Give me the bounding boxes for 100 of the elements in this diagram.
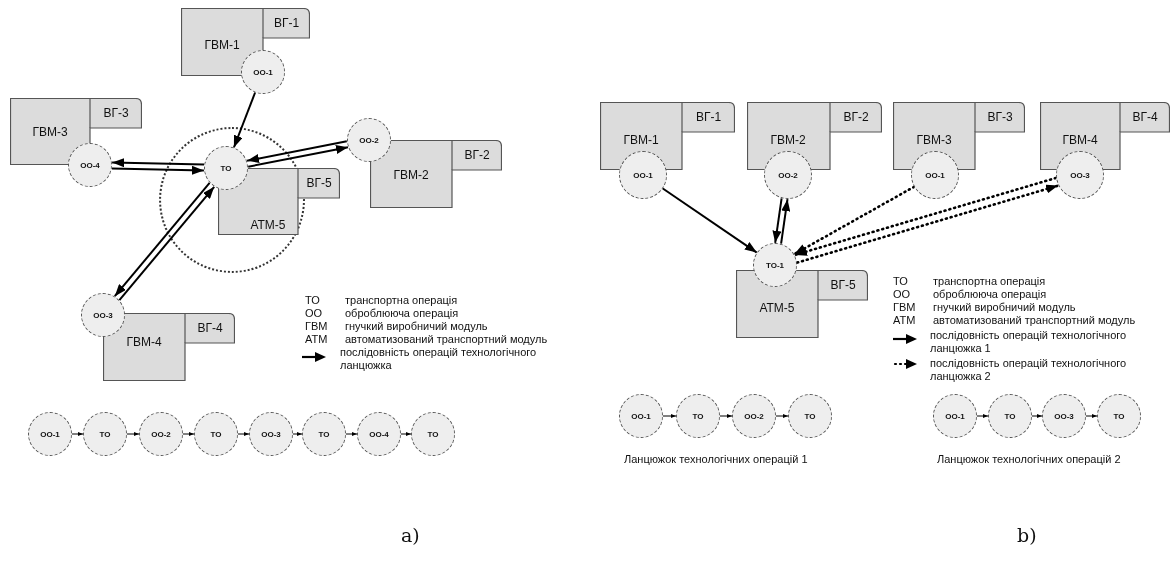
operation-label: ОО-3 (1054, 411, 1074, 421)
operation-label: ТО (99, 429, 111, 439)
module-label: ГВМ-3 (916, 133, 952, 147)
arrow (1031, 414, 1043, 418)
module-label: ГВМ-3 (32, 125, 68, 139)
definition-text: транспортна операція (345, 294, 458, 307)
operation-circle (81, 293, 125, 337)
chain-caption: Ланцюжок технологічних операцій 1 (624, 453, 808, 466)
arrow (71, 432, 84, 436)
operation-label: ТО-1 (766, 260, 784, 270)
arrow (400, 432, 412, 436)
definition-text: автоматизований транспортний модуль (345, 333, 548, 346)
operation-label: ОО-1 (40, 429, 60, 439)
arrow (237, 432, 250, 436)
buffer-label: ВГ-4 (1132, 110, 1158, 124)
definition-text: оброблююча операція (933, 288, 1047, 301)
operation-circle (347, 118, 391, 162)
legend-text: послідовність операцій технологічного ланцюжка (340, 346, 538, 372)
operation-label: ТО (427, 429, 439, 439)
operation-label: ТО (318, 429, 330, 439)
buffer-label: ВГ-3 (987, 110, 1013, 124)
operation-circle (676, 394, 720, 438)
module-shape (747, 102, 882, 170)
abbreviation: АТМ (893, 314, 916, 327)
module-label: ГВМ-2 (393, 168, 429, 182)
chain-caption: Ланцюжок технологічних операцій 2 (937, 453, 1121, 466)
operation-label: ОО-3 (93, 310, 113, 320)
arrow (772, 197, 783, 244)
operation-label: ОО-4 (369, 429, 389, 439)
operation-label: ОО-1 (633, 170, 653, 180)
arrow (110, 165, 205, 175)
operation-circle (194, 412, 238, 456)
module-shape (1040, 102, 1170, 170)
arrow (126, 432, 140, 436)
operation-circle (753, 243, 797, 287)
operation-label: ОО-3 (261, 429, 281, 439)
operation-label: ТО (804, 411, 816, 421)
arrow (661, 187, 758, 254)
arrow (795, 184, 1060, 264)
module-label: ГВМ-1 (623, 133, 659, 147)
definition-text: гнучкий виробничий модуль (933, 301, 1076, 314)
abbreviation: АТМ (305, 333, 328, 346)
operation-label: ТО (692, 411, 704, 421)
operation-circle (619, 151, 667, 199)
arrow (182, 432, 195, 436)
operation-circle (139, 412, 183, 456)
operation-circle (204, 146, 248, 190)
operation-label: ОО-2 (744, 411, 764, 421)
module-label: АТМ-5 (250, 218, 286, 232)
arrow (345, 432, 358, 436)
operation-circle (411, 412, 455, 456)
operation-circle (911, 151, 959, 199)
operation-circle (1042, 394, 1086, 438)
arrow (246, 140, 348, 163)
operation-label: ТО (220, 163, 232, 173)
arrow (662, 414, 677, 418)
buffer-label: ВГ-5 (306, 176, 332, 190)
operation-label: ОО-4 (80, 160, 100, 170)
arrow (793, 176, 1058, 257)
abbreviation: ТО (893, 275, 908, 288)
operation-label: ТО (1113, 411, 1125, 421)
buffer-label: ВГ-4 (197, 321, 223, 335)
buffer-label: ВГ-5 (830, 278, 856, 292)
operation-circle (732, 394, 776, 438)
abbreviation: ОО (893, 288, 911, 301)
arrow (780, 198, 791, 245)
operation-circle (988, 394, 1032, 438)
abbreviation: ОО (305, 307, 323, 320)
module-shape (893, 102, 1025, 170)
panel-label: a) (401, 524, 420, 546)
operation-label: ОО-1 (945, 411, 965, 421)
buffer-label: ВГ-2 (843, 110, 869, 124)
buffer-label: ВГ-3 (103, 106, 129, 120)
panel-label: b) (1017, 524, 1037, 546)
module-shape (218, 168, 340, 235)
operation-label: ТО (1004, 411, 1016, 421)
module-shape (736, 270, 868, 338)
operation-label: ОО-1 (925, 170, 945, 180)
abbreviation: ГВМ (893, 301, 916, 314)
arrow (111, 158, 206, 168)
module-shape (10, 98, 142, 165)
arrow (232, 91, 257, 149)
operation-circle (302, 412, 346, 456)
operation-circle (83, 412, 127, 456)
operation-circle (619, 394, 663, 438)
operation-label: ОО-1 (631, 411, 651, 421)
operation-label: ОО-3 (1070, 170, 1090, 180)
arrow (292, 432, 303, 436)
abbreviation: ГВМ (305, 320, 328, 333)
operation-circle (28, 412, 72, 456)
operation-circle (241, 50, 285, 94)
arrow (1085, 414, 1098, 418)
operation-label: ОО-2 (359, 135, 379, 145)
operation-circle (1097, 394, 1141, 438)
buffer-label: ВГ-2 (464, 148, 490, 162)
operation-label: ТО (210, 429, 222, 439)
definition-text: автоматизований транспортний модуль (933, 314, 1136, 327)
arrow (719, 414, 733, 418)
arrow (976, 414, 989, 418)
operation-circle (68, 143, 112, 187)
